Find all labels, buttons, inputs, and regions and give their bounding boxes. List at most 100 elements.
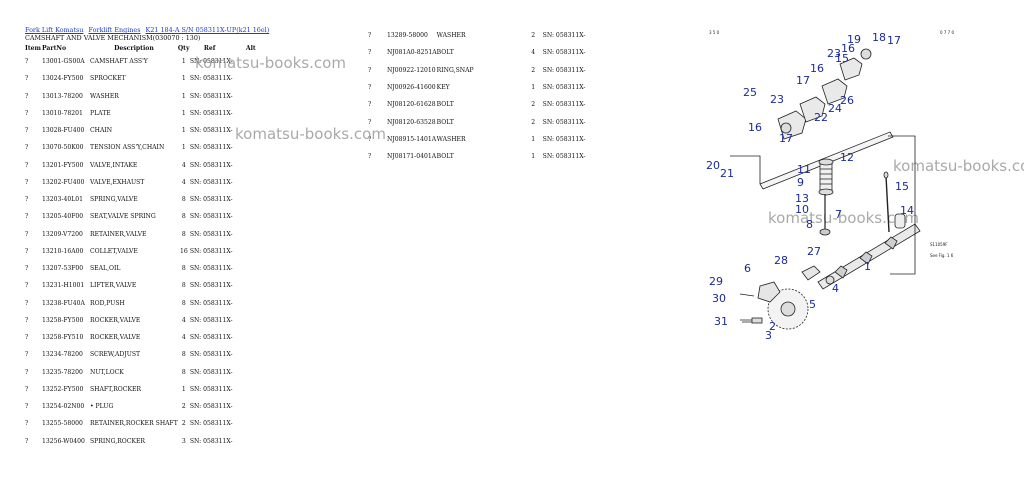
diagram-callouts: 19 16 18 17 23 15 25 16 17 23 26 24 22 1…: [706, 31, 914, 342]
cell-item: ?: [25, 247, 29, 255]
cell-ref: SN: 058311X-: [189, 230, 233, 238]
cell-partno: 13203-40L01: [42, 196, 83, 204]
watermark: komatsu-books.com: [768, 209, 919, 227]
callout-label: 9: [797, 176, 804, 189]
cell-description: WASHER: [90, 92, 119, 100]
breadcrumb-fork-lift-komatsu[interactable]: Fork Lift Komatsu: [25, 26, 84, 34]
cell-partno: 13234-78200: [42, 351, 83, 359]
cell-ref: SN: 058311X-: [542, 32, 586, 40]
cell-alt: [246, 88, 256, 105]
cell-ref: SN: 058311X-: [189, 420, 233, 428]
cell-description: RING,SNAP: [436, 66, 474, 74]
callout-label: 10: [795, 203, 809, 216]
cell-item: ?: [368, 66, 372, 74]
callout-label: 16: [748, 121, 762, 134]
cell-alt: [246, 433, 256, 450]
callout-label: 12: [840, 151, 854, 164]
cell-ref: SN: 058311X-: [189, 75, 233, 83]
cell-partno: 13205-40F00: [42, 213, 84, 221]
cell-partno: 13001-GS00A: [42, 58, 85, 66]
cell-alt: [246, 191, 256, 208]
cell-item: ?: [368, 101, 372, 109]
callout-label: 17: [796, 74, 810, 87]
cell-qty: 1: [181, 75, 186, 83]
exploded-parts-diagram: 3 5 0 0 7 7 0 S11059F See Fig. 1 6: [706, 30, 954, 342]
cell-qty: 1: [181, 58, 186, 66]
cell-qty: 16: [179, 247, 188, 255]
cell-qty: 4: [181, 178, 186, 186]
cell-ref: SN: 058311X-: [189, 282, 233, 290]
parts-table-left: Item PartNo Description Qty Ref Alt ?130…: [25, 43, 256, 450]
cell-item: ?: [25, 58, 29, 66]
cell-ref: SN: 058311X-: [189, 299, 233, 307]
cell-item: ?: [368, 49, 372, 57]
cell-qty: 2: [531, 118, 536, 126]
diagram-corner-code-left: 3 5 0: [709, 30, 720, 35]
cell-item: ?: [25, 75, 29, 83]
cell-description: VALVE,EXHAUST: [90, 178, 145, 186]
cell-description: BOLT: [436, 153, 454, 161]
cell-partno: 13256-W0400: [42, 437, 85, 445]
callout-label: 16: [810, 62, 824, 75]
cell-ref: SN: 058311X-: [189, 368, 233, 376]
cell-item: ?: [368, 118, 372, 126]
cell-qty: 1: [181, 109, 186, 117]
cell-qty: 3: [181, 437, 186, 445]
cell-ref: SN: 058311X-: [189, 316, 233, 324]
cell-alt: [246, 260, 256, 277]
callout-label: 1: [864, 260, 871, 273]
callout-label: 21: [720, 167, 734, 180]
cell-qty: 1: [531, 84, 536, 92]
cell-alt: [246, 398, 256, 415]
cell-description: CHAIN: [90, 127, 113, 135]
table-header: Item PartNo Description Qty Ref Alt: [25, 43, 256, 53]
cell-item: ?: [368, 153, 372, 161]
cell-qty: 1: [181, 144, 186, 152]
breadcrumb-model[interactable]: K21 184-A S/N 058311X-UP(k21 16el): [145, 26, 270, 34]
cell-partno: 13252-FY500: [42, 385, 84, 393]
cell-ref: SN: 058311X-: [189, 213, 233, 221]
cell-ref: SN: 058311X-: [189, 196, 233, 204]
cell-alt: [246, 208, 256, 225]
cell-ref: SN: 058311X-: [189, 144, 233, 152]
cell-description: LIFTER,VALVE: [90, 282, 137, 290]
cell-qty: 1: [531, 135, 536, 143]
cell-partno: NJ081A0-8251A: [387, 49, 437, 57]
cell-qty: 8: [181, 282, 186, 290]
cell-ref: SN: 058311X-: [189, 247, 233, 255]
cell-description: ROCKER,VALVE: [90, 316, 141, 324]
cell-partno: 13070-50K00: [42, 144, 84, 152]
cell-ref: SN: 058311X-: [189, 403, 233, 411]
cell-partno: 13254-02N00: [42, 403, 85, 411]
callout-label: 23: [770, 93, 784, 106]
cell-alt: [246, 364, 256, 381]
cell-qty: 1: [181, 127, 186, 135]
cell-alt: [246, 277, 256, 294]
callout-label: 6: [744, 262, 751, 275]
cell-qty: 2: [181, 420, 186, 428]
breadcrumb-forklift-engines[interactable]: Forklift Engines: [88, 26, 141, 34]
cell-qty: 2: [181, 403, 186, 411]
cell-item: ?: [25, 178, 29, 186]
cell-partno: NJ08120-61628: [387, 101, 436, 109]
cell-partno: 13258-FY510: [42, 334, 84, 342]
cell-ref: SN: 058311X-: [189, 109, 233, 117]
cell-alt: [246, 295, 256, 312]
cell-ref: SN: 058311X-: [189, 92, 233, 100]
cell-description: SPRING,VALVE: [90, 196, 138, 204]
callout-label: 2: [769, 320, 776, 333]
cell-partno: 13207-53F00: [42, 265, 84, 273]
cell-partno: 13289-58000: [387, 32, 428, 40]
callout-label: 15: [835, 52, 849, 65]
cell-item: ?: [25, 368, 29, 376]
